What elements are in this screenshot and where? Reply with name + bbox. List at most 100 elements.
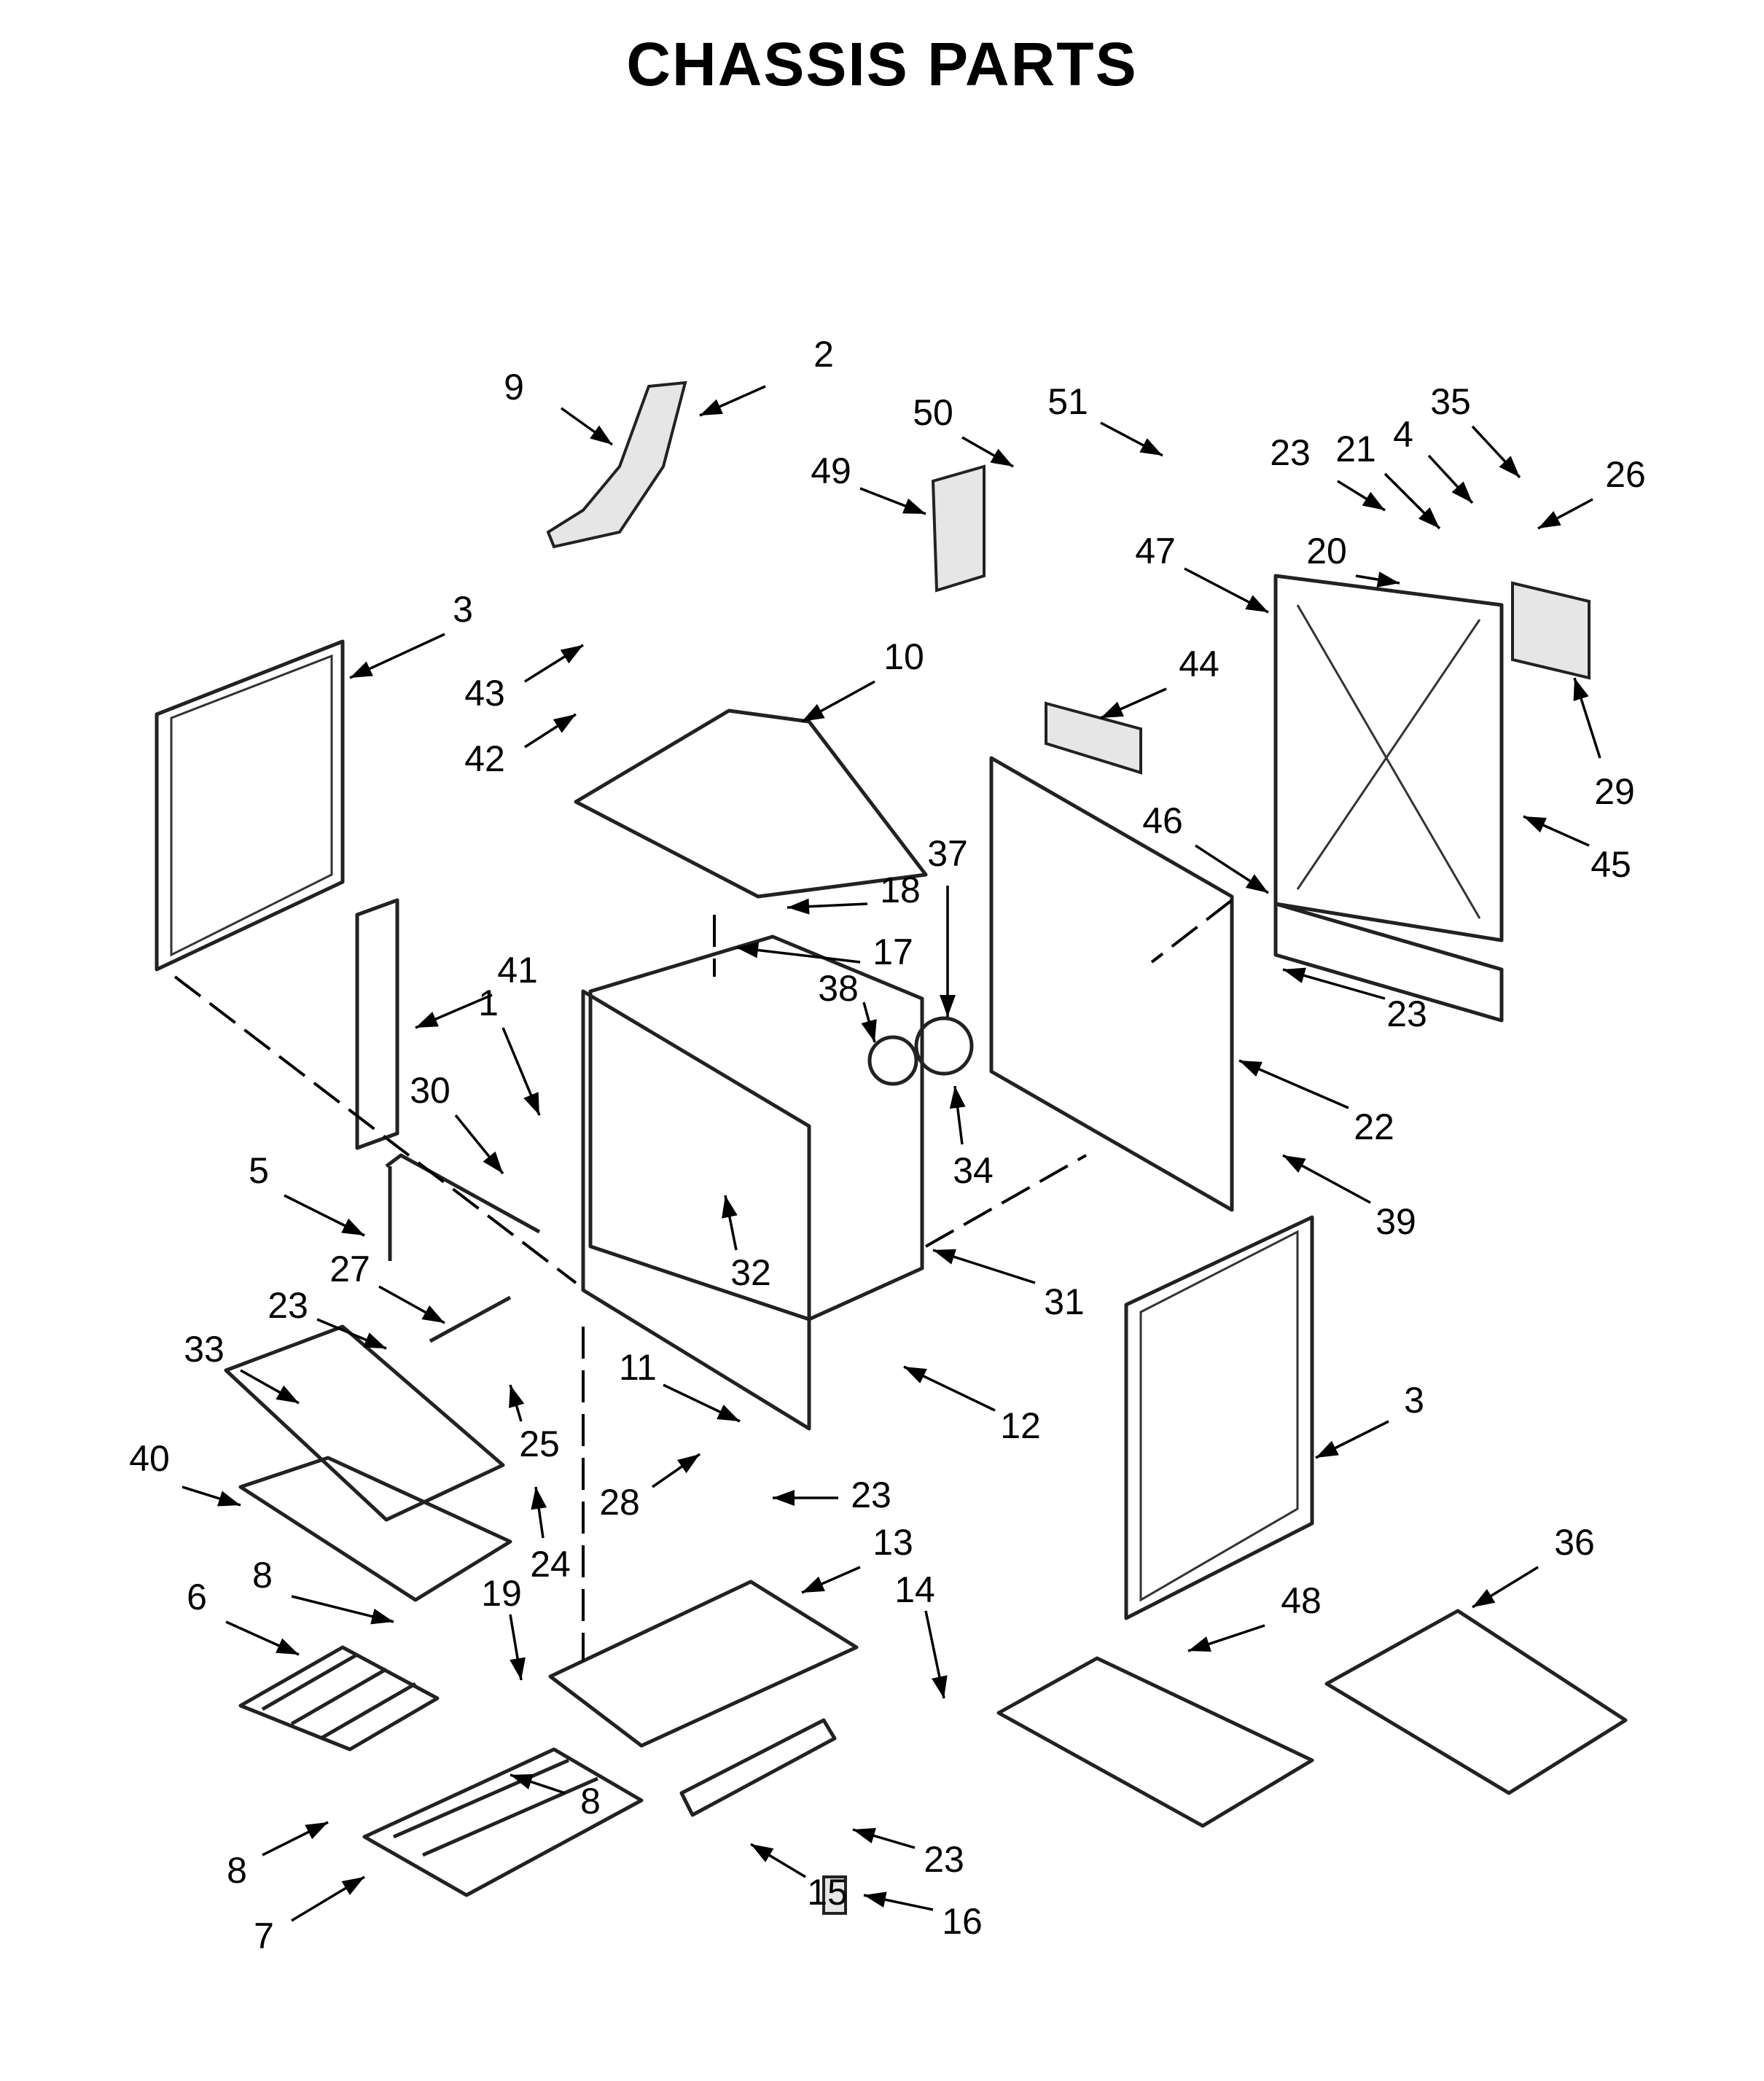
part-number-label: 25 xyxy=(519,1424,560,1464)
callout-arrowhead-26 xyxy=(1538,511,1561,528)
part-number-label: 50 xyxy=(913,392,953,433)
part-number-label: 30 xyxy=(410,1070,450,1111)
callout-arrowhead-1 xyxy=(523,1092,539,1115)
callout-arrowhead-30 xyxy=(483,1151,503,1174)
part-side-panel-right-inner xyxy=(1139,1230,1299,1602)
part-number-label: 21 xyxy=(1335,429,1376,469)
part-number-label: 23 xyxy=(1270,432,1311,473)
callout-arrowhead-43 xyxy=(560,645,583,664)
callout-arrowhead-34 xyxy=(949,1086,966,1109)
callout-arrowhead-8 xyxy=(370,1609,394,1625)
callout-arrowhead-25 xyxy=(509,1385,525,1408)
callout-arrowhead-21 xyxy=(1418,507,1440,528)
part-number-label: 12 xyxy=(1000,1405,1041,1446)
part-insulation-sheet xyxy=(1511,581,1591,680)
part-number-label: 39 xyxy=(1375,1201,1416,1242)
part-number-label: 46 xyxy=(1142,800,1183,841)
callout-arrowhead-18 xyxy=(787,898,810,915)
callout-arrowhead-6 xyxy=(276,1638,299,1655)
callout-arrowhead-27 xyxy=(421,1305,445,1323)
page-title: CHASSIS PARTS xyxy=(626,30,1138,98)
part-oven-rack xyxy=(996,1656,1314,1828)
callout-arrowhead-15 xyxy=(751,1844,774,1862)
part-number-label: 5 xyxy=(249,1150,269,1191)
part-number-label: 34 xyxy=(953,1150,994,1191)
part-number-label: 23 xyxy=(268,1285,308,1326)
callout-arrowhead-2 xyxy=(700,399,723,415)
part-number-label: 11 xyxy=(619,1347,657,1388)
part-number-label: 43 xyxy=(464,673,505,714)
part-number-label: 15 xyxy=(807,1872,848,1913)
part-number-label: 14 xyxy=(894,1569,935,1610)
callout-arrowhead-5 xyxy=(341,1218,364,1235)
part-number-label: 42 xyxy=(464,738,505,779)
part-number-label: 8 xyxy=(227,1850,247,1891)
part-number-label: 19 xyxy=(481,1573,522,1614)
callout-arrowhead-45 xyxy=(1523,816,1547,833)
callout-arrowhead-36 xyxy=(1472,1588,1496,1607)
part-number-label: 41 xyxy=(497,950,538,991)
callout-arrowhead-23 xyxy=(853,1827,876,1844)
part-number-label: 31 xyxy=(1044,1281,1085,1322)
part-fan-blade xyxy=(914,1016,974,1076)
callout-arrowhead-44 xyxy=(1101,701,1124,718)
part-leveling-leg xyxy=(822,1875,847,1915)
part-number-label: 26 xyxy=(1605,454,1646,495)
callout-arrowhead-19 xyxy=(510,1657,526,1680)
callout-arrowhead-23 xyxy=(1362,491,1385,510)
part-sensor xyxy=(429,1295,512,1343)
callout-arrowhead-23 xyxy=(773,1490,795,1506)
callout-arrowhead-35 xyxy=(1499,456,1520,477)
part-bracket-44 xyxy=(1045,701,1142,775)
callout-arrowhead-47 xyxy=(1245,595,1268,612)
callout-arrowhead-11 xyxy=(717,1405,740,1421)
part-fan-cover xyxy=(867,1035,918,1086)
part-number-label: 2 xyxy=(813,334,834,375)
part-broil-pan xyxy=(224,1324,505,1522)
callout-arrowhead-33 xyxy=(276,1385,299,1403)
callout-arrowhead-9 xyxy=(590,425,612,445)
part-number-label: 10 xyxy=(883,636,924,677)
part-number-label: 44 xyxy=(1179,644,1219,684)
part-number-label: 1 xyxy=(478,983,499,1023)
part-number-label: 4 xyxy=(1393,414,1413,455)
alignment-guides xyxy=(173,899,1233,1662)
part-number-label: 28 xyxy=(599,1482,640,1523)
part-bake-element xyxy=(362,1747,644,1897)
part-number-label: 8 xyxy=(252,1555,273,1596)
part-number-label: 35 xyxy=(1430,381,1471,422)
callout-arrowhead-12 xyxy=(904,1367,927,1383)
part-number-label: 27 xyxy=(329,1249,370,1289)
part-bottom-vent xyxy=(679,1718,837,1817)
callout-arrowhead-29 xyxy=(1573,678,1589,701)
part-broil-element xyxy=(238,1645,440,1752)
part-number-label: 38 xyxy=(818,968,859,1009)
part-pan-bottom xyxy=(238,1456,512,1602)
part-number-label: 17 xyxy=(873,932,913,972)
callout-arrowhead-39 xyxy=(1283,1155,1306,1173)
part-number-label: 23 xyxy=(924,1839,964,1880)
callout-arrowhead-32 xyxy=(722,1195,738,1219)
part-number-label: 20 xyxy=(1306,531,1347,571)
part-rear-panel xyxy=(989,756,1234,1212)
part-top-panel xyxy=(574,708,928,899)
callout-arrowhead-37 xyxy=(940,995,956,1017)
callout-arrowhead-41 xyxy=(415,1012,439,1028)
callout-arrowhead-46 xyxy=(1245,874,1268,893)
part-number-label: 45 xyxy=(1591,844,1631,885)
part-side-panel-left-inner xyxy=(170,654,333,957)
callout-arrowhead-3 xyxy=(350,661,373,678)
callout-arrowhead-23 xyxy=(1283,967,1306,983)
part-number-label: 33 xyxy=(184,1329,225,1370)
part-side-panel-left xyxy=(155,639,345,972)
callout-arrowhead-50 xyxy=(990,448,1013,466)
callout-arrowhead-28 xyxy=(677,1454,700,1474)
part-side-bracket xyxy=(355,898,399,1150)
callout-arrowhead-4 xyxy=(1451,481,1472,503)
part-number-label: 51 xyxy=(1047,381,1088,422)
part-number-label: 3 xyxy=(453,589,473,630)
callout-arrowhead-24 xyxy=(531,1487,547,1510)
callout-arrowhead-8 xyxy=(305,1822,328,1840)
